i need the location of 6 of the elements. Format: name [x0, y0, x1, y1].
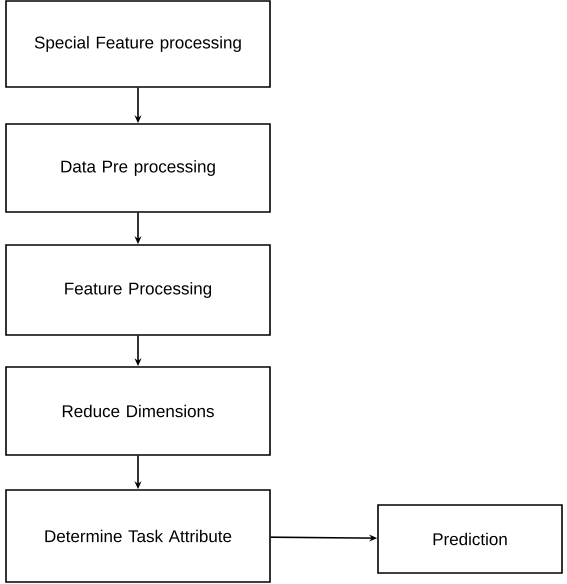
process-box: Data Pre processing [5, 123, 271, 213]
process-box: Reduce Dimensions [5, 366, 271, 456]
process-box: Feature Processing [5, 244, 271, 336]
process-box: Special Feature processing [5, 0, 271, 88]
process-box: Prediction [377, 504, 563, 574]
process-box: Determine Task Attribute [5, 489, 271, 583]
